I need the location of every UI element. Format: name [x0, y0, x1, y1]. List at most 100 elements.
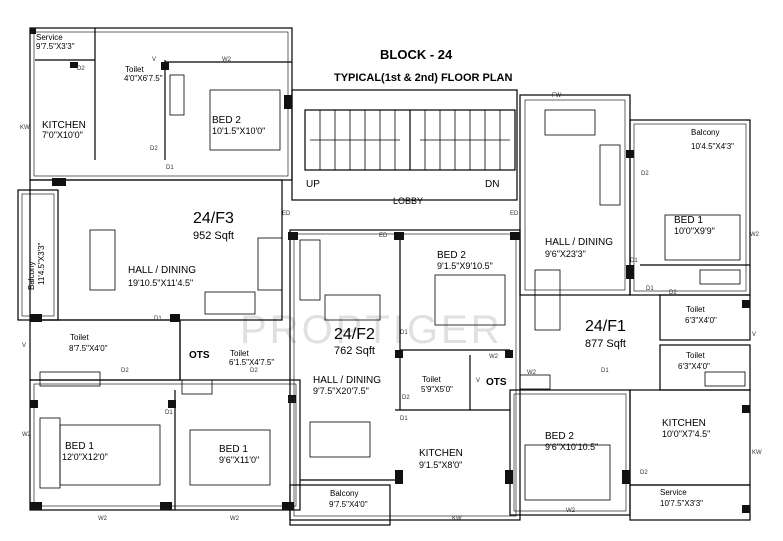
tag-d1: D1 [154, 316, 162, 322]
lobby-label: LOBBY [393, 196, 424, 206]
tag-d1: D1 [288, 398, 296, 404]
f3-toilet2-dim: 8'7.5"X4'0" [69, 344, 108, 353]
tag-d1: D1 [601, 368, 609, 374]
f2-balcony-dim: 9'7.5"X4'0" [329, 500, 368, 509]
stair-up-label: UP [306, 179, 320, 190]
f1-hall-name: HALL / DINING [545, 237, 613, 248]
f3-hall-name: HALL / DINING [128, 265, 196, 276]
unit-f2-name: 24/F2 [334, 326, 375, 343]
f1-bed2-name: BED 2 [545, 431, 574, 442]
vent-grilles [39, 74, 746, 395]
tag-v: V [752, 332, 757, 338]
f3-service-dim: 9'7.5"X3'3" [36, 42, 75, 51]
tag-w2: W2 [527, 370, 536, 376]
tag-v: V [476, 378, 481, 384]
f1-bed2-dim: 9'6"X10'10.5" [545, 442, 599, 452]
f1-service-name: Service [660, 488, 687, 497]
tag-w2: W2 [750, 232, 759, 238]
tag-d2: D2 [641, 171, 649, 177]
tag-d2: D2 [77, 66, 85, 72]
f3-hall-dim: 19'10.5"X11'4.5" [128, 278, 194, 288]
tag-w2: W2 [566, 508, 575, 514]
tag-d2: D2 [640, 470, 648, 476]
tag-v: V [22, 343, 27, 349]
unit-f3-name: 24/F3 [193, 210, 234, 227]
walls [17, 27, 751, 526]
f2-toilet1-dim: 6'1.5"X4'7.5" [229, 358, 275, 367]
tag-d1: D1 [630, 258, 638, 264]
f3-balcony-name: Balcony [27, 261, 36, 290]
unit-f1-area: 877 Sqft [585, 338, 626, 350]
f3-balcony-dim: 11'4.5"X3'3" [37, 242, 46, 285]
f2-bed1-name: BED 1 [219, 444, 248, 455]
f1-hall-dim: 9'6"X23'3" [545, 249, 586, 259]
tag-w2: W2 [489, 354, 498, 360]
tag-ed: ED [282, 211, 291, 217]
f3-bed1-name: BED 1 [65, 441, 94, 452]
f2-hall-dim: 9'7.5"X20'7.5" [313, 386, 369, 396]
columns [30, 28, 750, 513]
tag-ed: ED [379, 233, 388, 239]
f3-bed2-name: BED 2 [212, 115, 241, 126]
tag-v: V [152, 57, 157, 63]
tag-w2: W2 [222, 57, 231, 63]
f2-toilet1-name: Toilet [230, 349, 249, 358]
f2-toilet2-name: Toilet [422, 375, 441, 384]
f1-service-dim: 10'7.5"X3'3" [660, 499, 703, 508]
f1-kitchen-name: KITCHEN [662, 418, 706, 429]
f3-service-name: Service [36, 33, 63, 42]
block-title: BLOCK - 24 [380, 47, 453, 62]
tag-d2: D2 [402, 395, 410, 401]
f1-toilet1-dim: 6'3"X4'0" [685, 316, 717, 325]
f3-bed2-dim: 10'1.5"X10'0" [212, 126, 266, 136]
tag-kw: KW [752, 450, 762, 456]
tag-kw: KW [452, 516, 462, 522]
f2-ots-label: OTS [189, 350, 210, 361]
tag-d1: D1 [165, 410, 173, 416]
tag-kw: KW [20, 125, 30, 131]
tag-w2: W2 [22, 432, 31, 438]
tag-d1: D1 [646, 286, 654, 292]
f3-bed1-dim: 12'0"X12'0" [62, 452, 108, 462]
f3-kitchen-dim: 7'0"X10'0" [42, 130, 83, 140]
unit-f3-area: 952 Sqft [193, 230, 234, 242]
f1-toilet2-dim: 6'3"X4'0" [678, 362, 710, 371]
f1-kitchen-dim: 10'0"X7'4.5" [662, 429, 711, 439]
tag-d2: D2 [150, 146, 158, 152]
watermark: PROPTIGER [240, 308, 503, 352]
f2-bed1-dim: 9'6"X11'0" [219, 455, 260, 465]
tag-fw: FW [552, 93, 562, 99]
f1-toilet2-name: Toilet [686, 351, 705, 360]
f3-kitchen-name: KITCHEN [42, 120, 86, 131]
f2-hall-name: HALL / DINING [313, 375, 381, 386]
f2-bed2-dim: 9'1.5"X9'10.5" [437, 261, 493, 271]
unit-f1-name: 24/F1 [585, 318, 626, 335]
tag-d1: D1 [400, 416, 408, 422]
f1-toilet1-name: Toilet [686, 305, 705, 314]
stair-treads [310, 110, 510, 170]
f2-toilet2-dim: 5'9"X5'0" [421, 385, 453, 394]
tag-w2: W2 [230, 516, 239, 522]
furniture [39, 89, 741, 501]
tag-d2: D2 [121, 368, 129, 374]
f3-toilet1-name: Toilet [125, 65, 144, 74]
f2-bed2-name: BED 2 [437, 250, 466, 261]
tag-d2: D2 [250, 368, 258, 374]
tag-ed: ED [510, 211, 519, 217]
tag-d1: D1 [400, 330, 408, 336]
unit-f2-area: 762 Sqft [334, 345, 375, 357]
f1-balcony-dim: 10'4.5"X4'3" [691, 142, 734, 151]
f2-balcony-name: Balcony [330, 489, 359, 498]
f2-kitchen-dim: 9'1.5"X8'0" [419, 460, 463, 470]
f3-toilet1-dim: 4'0"X6'7.5" [124, 74, 163, 83]
stair-down-label: DN [485, 179, 500, 190]
f3-toilet2-name: Toilet [70, 333, 89, 342]
tag-d1: D1 [166, 165, 174, 171]
tag-d2: D2 [669, 290, 677, 296]
f1-balcony-name: Balcony [691, 128, 720, 137]
f2-kitchen-name: KITCHEN [419, 448, 463, 459]
tag-w2: W2 [98, 516, 107, 522]
plan-subtitle: TYPICAL(1st & 2nd) FLOOR PLAN [334, 72, 513, 84]
